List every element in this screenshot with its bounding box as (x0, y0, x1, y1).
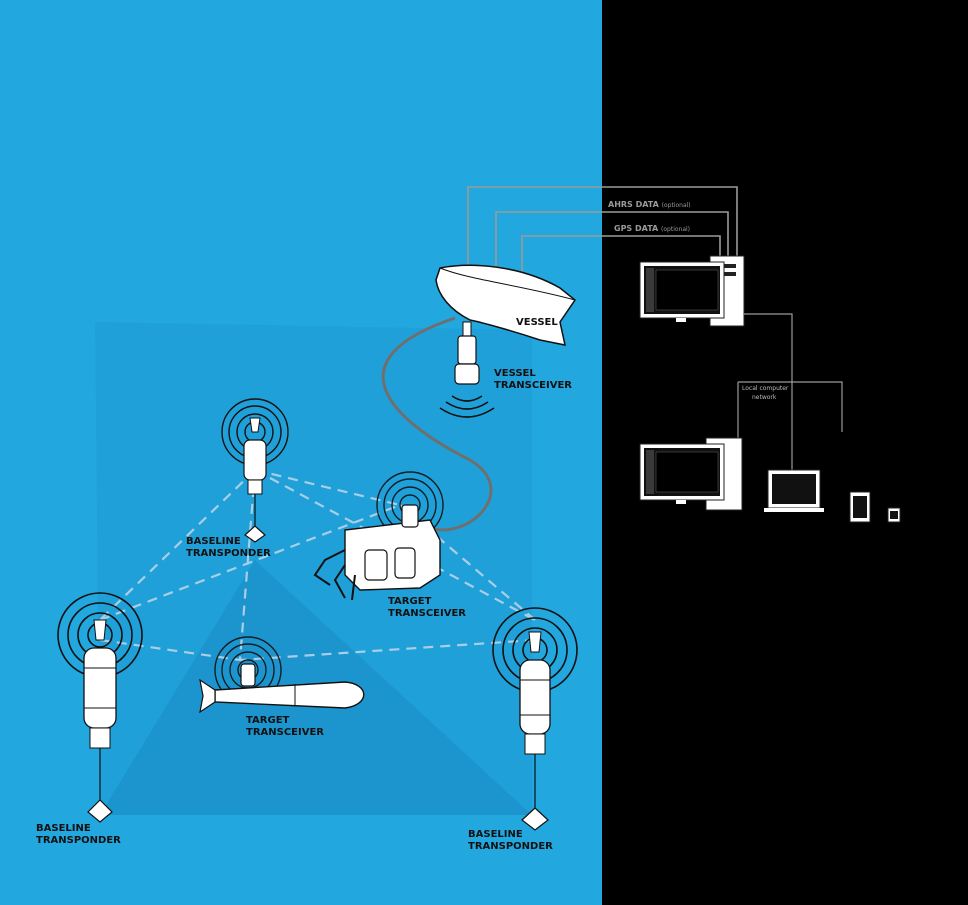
auv-tt-label-2: TRANSCEIVER (246, 727, 324, 738)
transducer-icon (243, 439, 267, 481)
baseline-transponder-right: BASELINE TRANSPONDER (468, 607, 578, 852)
baseline-transponder-top: BASELINE TRANSPONDER (186, 398, 289, 559)
transducer-icon (83, 647, 117, 729)
network-label-1: Local computer (742, 385, 789, 392)
vessel-label: VESSEL (516, 317, 558, 328)
ship-icon (435, 264, 577, 346)
network-lines (737, 313, 843, 470)
ahrs-data-label: AHRS DATA (optional) (608, 200, 691, 209)
auv-icon (214, 681, 365, 709)
vessel-transceiver: VESSEL TRANSCEIVER (439, 321, 572, 418)
auv: TARGET TRANSCEIVER (199, 636, 365, 738)
network-workstation (639, 437, 743, 511)
bt-top-label-2: TRANSPONDER (186, 548, 271, 559)
bt-top-label-1: BASELINE (186, 536, 241, 547)
gps-data-label: GPS DATA (optional) (614, 224, 690, 233)
bt-right-label-2: TRANSPONDER (468, 841, 553, 852)
rov: TARGET TRANSCEIVER (313, 471, 466, 619)
main-workstation (639, 255, 745, 327)
bt-right-label-1: BASELINE (468, 829, 523, 840)
network-tablet (849, 491, 901, 523)
vessel-transceiver-label-2: TRANSCEIVER (494, 380, 572, 391)
bt-left-label-1: BASELINE (36, 823, 91, 834)
transducer-icon (519, 659, 551, 735)
vessel-transceiver-label-1: VESSEL (494, 368, 536, 379)
transducer-icon (457, 335, 477, 365)
rov-umbilical-cable (381, 316, 493, 532)
bt-left-label-2: TRANSPONDER (36, 835, 121, 846)
auv-tt-label-1: TARGET (246, 715, 290, 726)
baseline-transponder-left: BASELINE TRANSPONDER (36, 592, 143, 846)
network-laptop (764, 469, 824, 512)
vessel: VESSEL (435, 264, 577, 346)
data-link-lines (467, 186, 738, 300)
rov-icon (344, 519, 441, 591)
rov-tt-label-2: TRANSCEIVER (388, 608, 466, 619)
rov-tt-label-1: TARGET (388, 596, 432, 607)
network-label-2: network (752, 394, 777, 401)
signal-rings-icon (439, 395, 495, 418)
